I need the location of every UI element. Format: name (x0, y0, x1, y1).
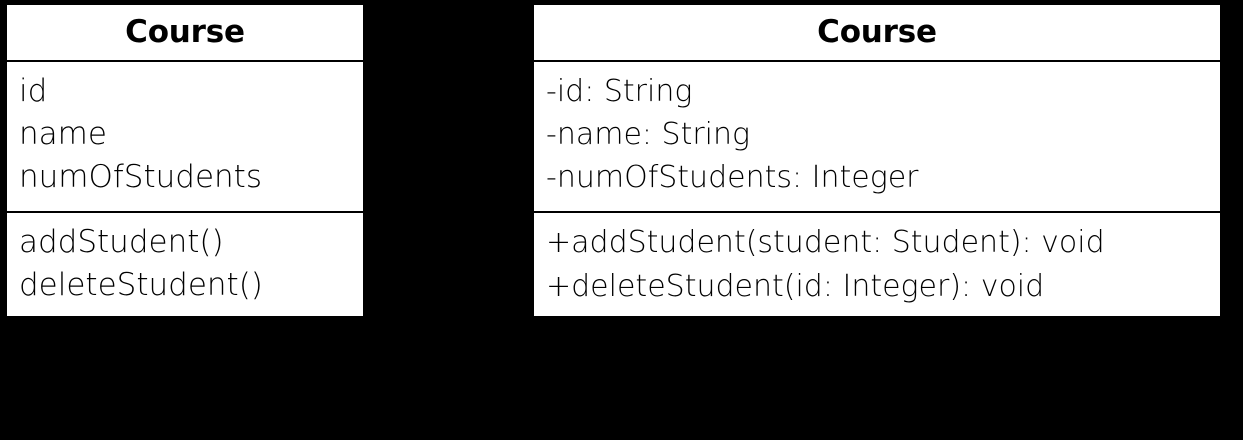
attribute-row: -numOfStudents: Integer (546, 160, 919, 195)
attributes-compartment: id name numOfStudents (7, 62, 363, 213)
attribute-row: -name: String (546, 117, 751, 152)
uml-class-course-simple[interactable]: Course id name numOfStudents addStudent(… (5, 3, 365, 318)
operations-compartment: addStudent() deleteStudent() (7, 213, 363, 316)
uml-class-course-detailed[interactable]: Course -id: String -name: String -numOfS… (532, 3, 1222, 318)
class-title: Course (534, 5, 1220, 62)
attribute-row: -id: String (546, 74, 693, 109)
operation-row: +deleteStudent(id: Integer): void (546, 269, 1045, 304)
operation-row: +addStudent(student: Student): void (546, 225, 1105, 260)
operation-row: addStudent() (19, 224, 224, 260)
operations-compartment: +addStudent(student: Student): void +del… (534, 213, 1220, 316)
attribute-row: id (19, 73, 48, 109)
operation-row: deleteStudent() (19, 267, 263, 303)
attribute-row: name (19, 116, 107, 152)
attribute-row: numOfStudents (19, 159, 262, 195)
class-title: Course (7, 5, 363, 62)
attributes-compartment: -id: String -name: String -numOfStudents… (534, 62, 1220, 213)
